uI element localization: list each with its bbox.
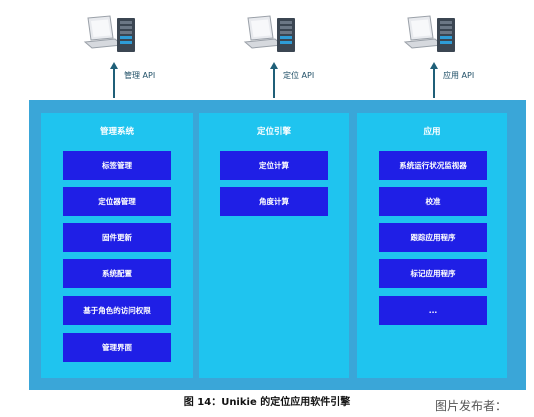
tracking-app-box: 跟踪应用程序 — [379, 223, 487, 252]
positioning-engine-column: 定位引擎 定位计算 角度计算 — [199, 113, 349, 378]
more-apps-box: ... — [379, 296, 487, 325]
computer-server-icon — [402, 12, 462, 60]
column-title: 管理系统 — [99, 127, 134, 137]
management-system-column: 管理系统 标签管理 定位器管理 固件更新 系统配置 基于角色的访问权限 管理界面 — [41, 113, 193, 378]
figure-caption: 图 14：Unikie 的定位应用软件引擎 — [183, 397, 351, 408]
marking-app-box: 标记应用程序 — [379, 259, 487, 288]
management-ui-box: 管理界面 — [63, 333, 171, 362]
management-api-label: 管理 API — [124, 71, 156, 80]
position-calc-box: 定位计算 — [220, 151, 328, 180]
up-arrow-icon — [109, 62, 119, 98]
role-based-access-box: 基于角色的访问权限 — [63, 296, 171, 325]
calibration-box: 校准 — [379, 187, 487, 216]
column-title: 应用 — [423, 127, 441, 137]
tag-management-box: 标签管理 — [63, 151, 171, 180]
angle-calc-box: 角度计算 — [220, 187, 328, 216]
system-health-monitor-box: 系统运行状况监视器 — [379, 151, 487, 180]
computer-server-icon — [82, 12, 142, 60]
publisher-label: 图片发布者： — [435, 399, 508, 413]
up-arrow-icon — [429, 62, 439, 98]
column-title: 定位引擎 — [256, 127, 291, 137]
computer-server-icon — [242, 12, 302, 60]
application-column: 应用 系统运行状况监视器 校准 跟踪应用程序 标记应用程序 ... — [357, 113, 507, 378]
application-api-label: 应用 API — [443, 71, 475, 80]
positioning-api-label: 定位 API — [283, 71, 315, 80]
up-arrow-icon — [269, 62, 279, 98]
system-config-box: 系统配置 — [63, 259, 171, 288]
firmware-update-box: 固件更新 — [63, 223, 171, 252]
locator-management-box: 定位器管理 — [63, 187, 171, 216]
